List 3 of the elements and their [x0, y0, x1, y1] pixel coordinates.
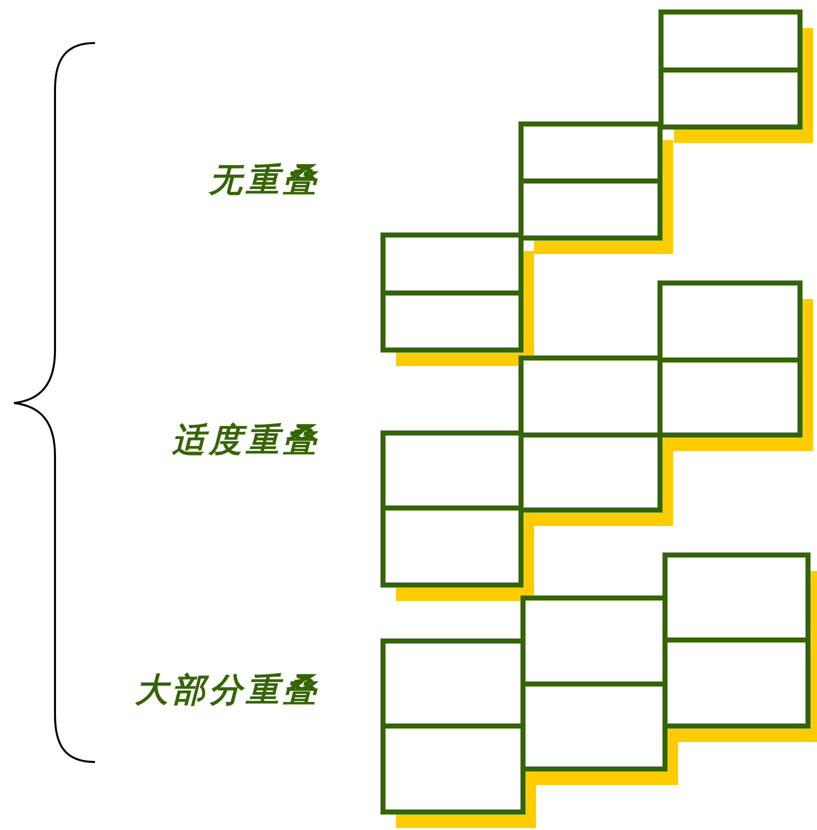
overlap-label: 大部分重叠: [134, 670, 320, 710]
overlap-label: 适度重叠: [171, 420, 320, 460]
overlap-label: 无重叠: [208, 160, 320, 200]
